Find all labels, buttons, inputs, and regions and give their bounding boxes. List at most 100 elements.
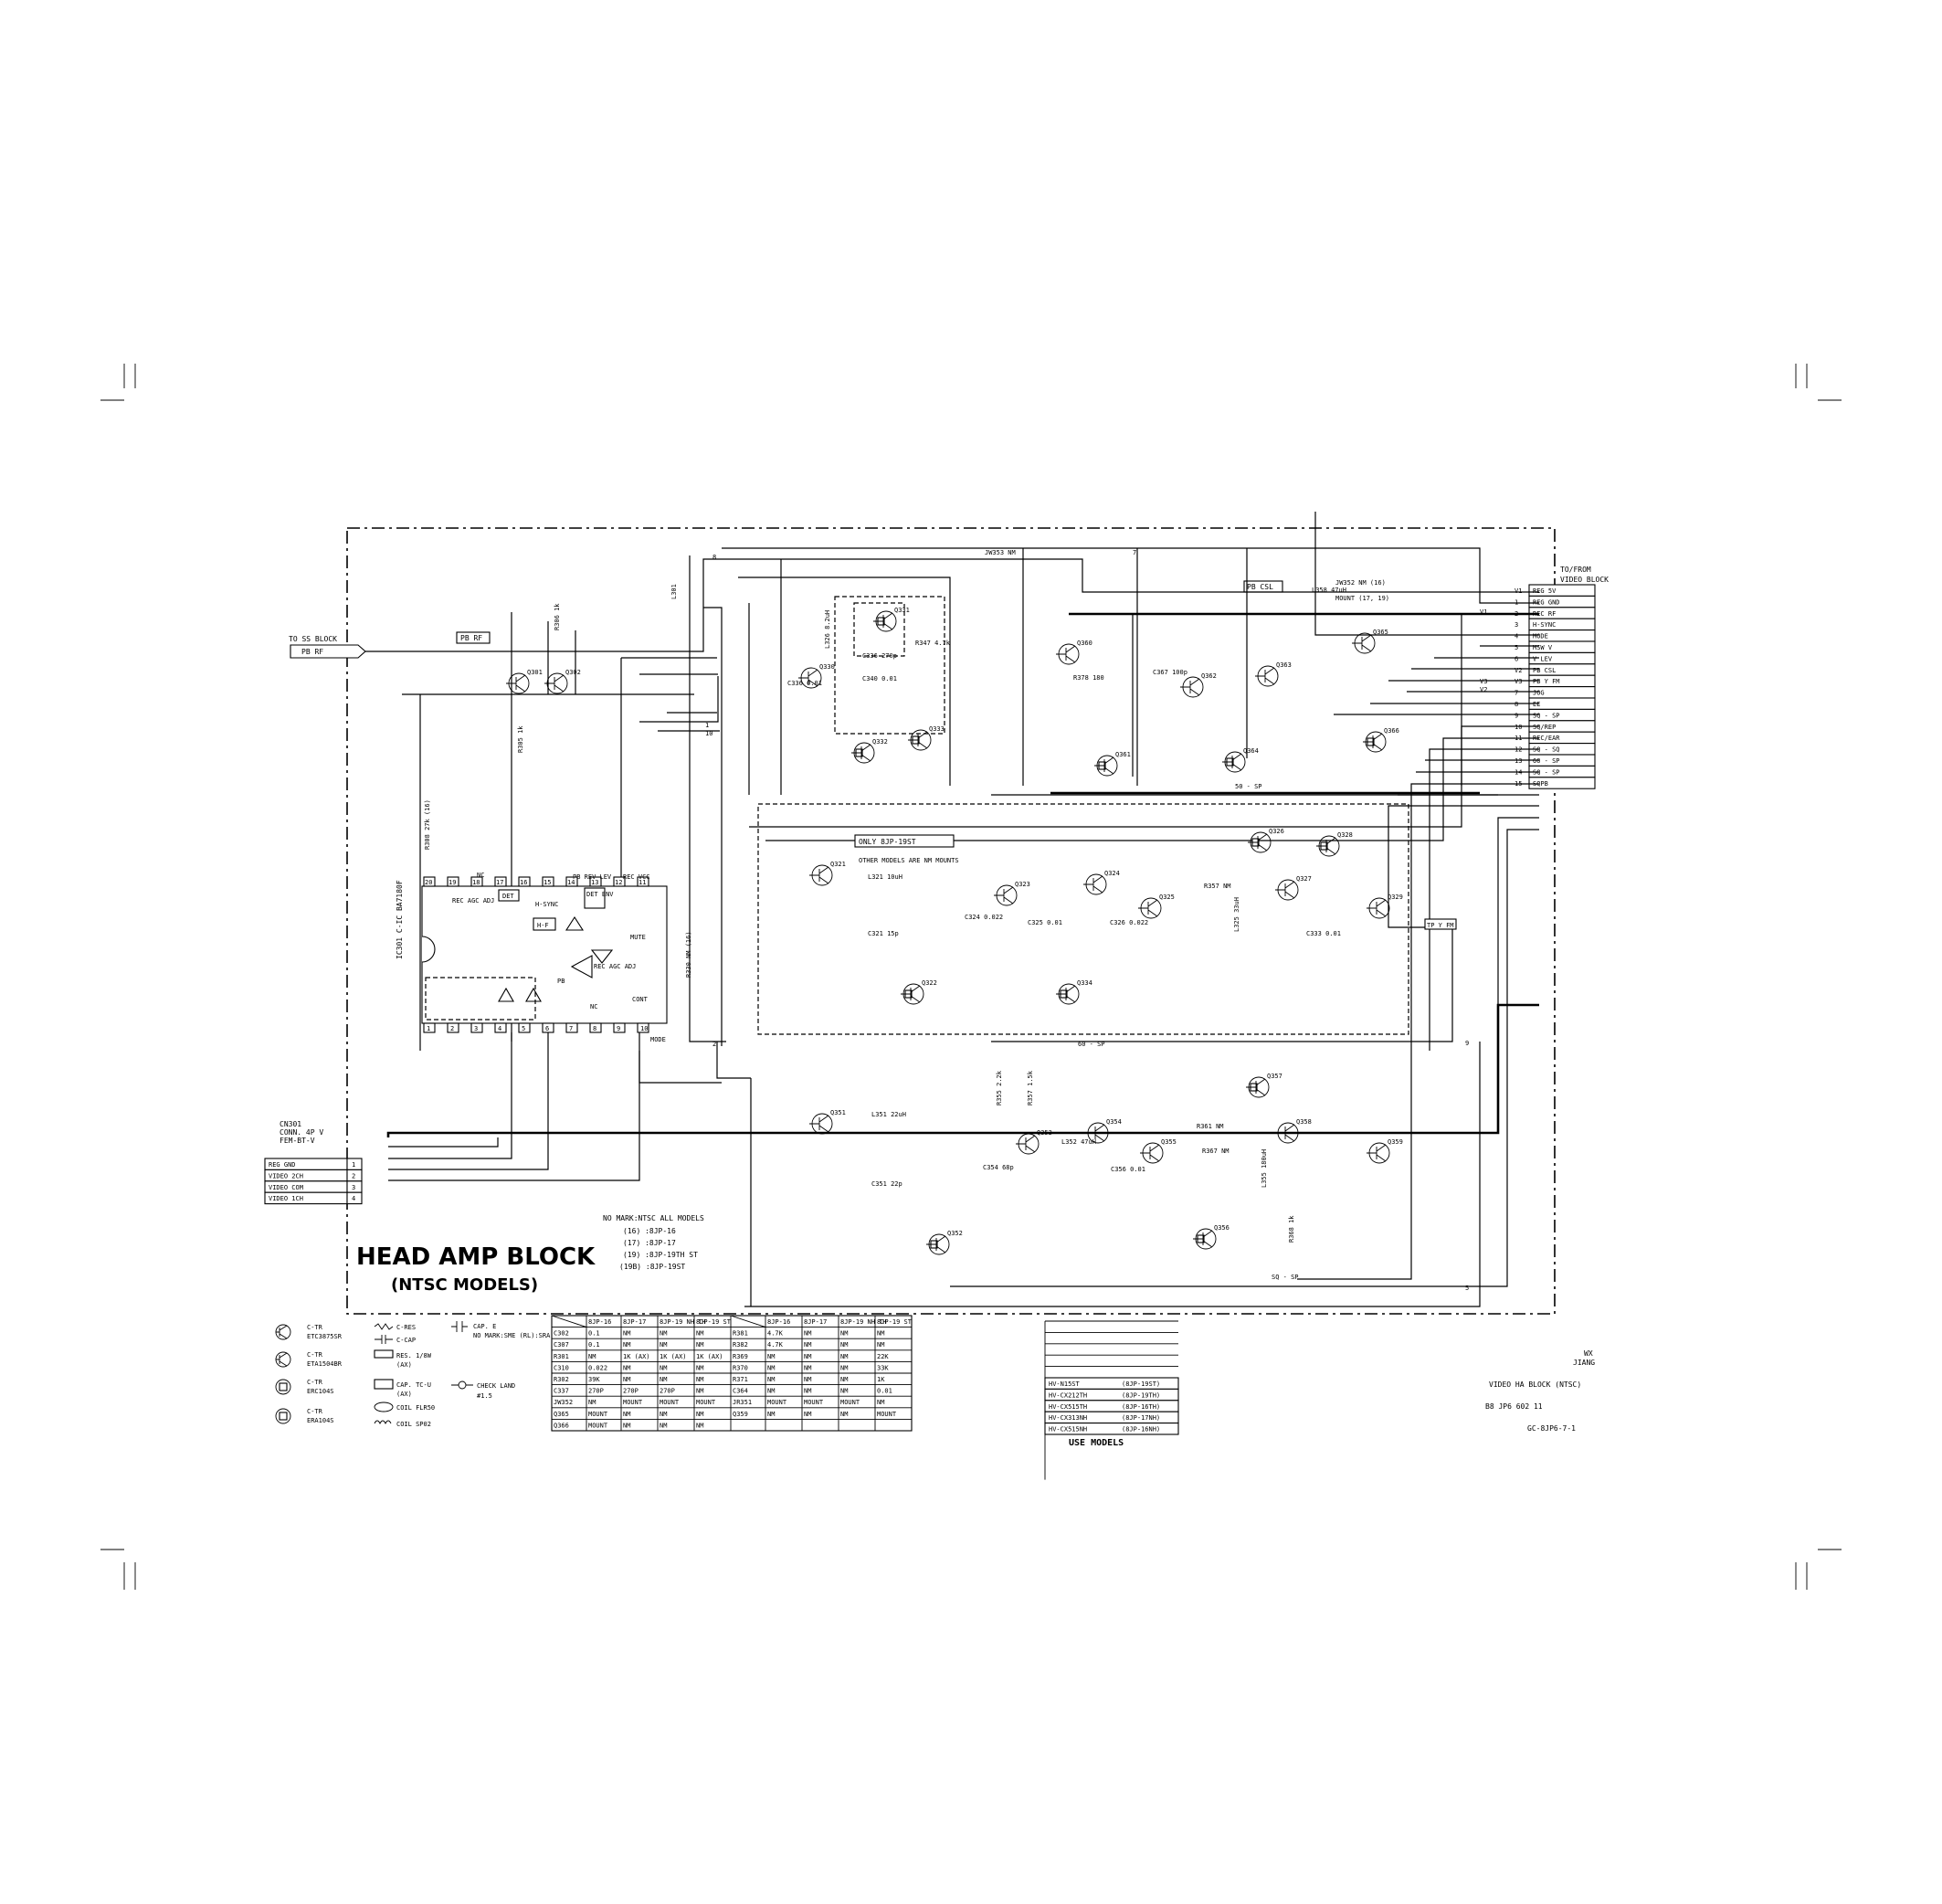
- variant-cell: 0.1: [588, 1330, 600, 1338]
- legend-5-sym: C-CAP: [396, 1337, 416, 1344]
- transistor-ref: Q333: [929, 725, 945, 733]
- ic-pin-top: [423, 876, 436, 887]
- variant-cell: 0.01: [877, 1388, 892, 1395]
- legend-1-part: ETA1504BR: [307, 1360, 343, 1368]
- variant-cell: NM: [804, 1364, 811, 1371]
- legend-6-part: (AX): [396, 1361, 412, 1369]
- l321-label: L321 10uH: [868, 873, 902, 881]
- ic-pin-bottom-num: 2: [450, 1025, 454, 1032]
- legend-10-sym: CAP. E: [473, 1323, 496, 1330]
- cn-row-pin: 4: [352, 1195, 355, 1202]
- c336b-label: C336 0.01: [787, 680, 822, 687]
- variant-cell: R371: [733, 1376, 748, 1383]
- wiring: [365, 512, 1539, 1307]
- mount-label: MOUNT (17, 19): [1335, 595, 1389, 602]
- variant-header: 8JP-19 ST: [696, 1318, 732, 1326]
- rc-pin-label: PB CSL: [1533, 667, 1556, 674]
- variant-cell: 1K: [877, 1376, 885, 1383]
- ic-label-9: MUTE: [630, 934, 646, 941]
- r355-label: R355 2.2k: [996, 1070, 1003, 1105]
- ic-label-7: DET: [502, 893, 514, 900]
- variant-cell: MOUNT: [623, 1399, 643, 1406]
- ic-label-6: REC VCC: [623, 873, 650, 881]
- l326-label: L326 8.2uH: [824, 610, 831, 649]
- variant-cell: R369: [733, 1353, 748, 1360]
- rc-pin-num: 10: [1515, 724, 1522, 731]
- cn-row-pin: 1: [352, 1161, 355, 1169]
- ic-pin-top-num: 15: [544, 879, 551, 886]
- rc-pin-label: REG GND: [1533, 598, 1560, 606]
- ic-label-13: NC: [590, 1003, 597, 1010]
- ic-pin-bottom: [423, 1022, 436, 1033]
- c324-label: C324 0.022: [965, 914, 1003, 921]
- cn301-part: FEM-BT-V: [280, 1137, 315, 1145]
- transistor-q302: Q302: [544, 669, 581, 694]
- net-60sp: 60 - SP: [1078, 1041, 1105, 1048]
- tb-drawing: VIDEO HA BLOCK (NTSC): [1489, 1380, 1581, 1389]
- rc-pin-num: V2: [1515, 667, 1522, 674]
- transistor-ref: Q357: [1267, 1073, 1282, 1080]
- ic-pin-bottom-num: 9: [617, 1025, 620, 1032]
- variant-cell: NM: [804, 1411, 811, 1418]
- variant-cell: 1K (AX): [696, 1353, 723, 1360]
- use-models-table: HV-N15ST(8JP-19ST)HV-CX212TH(8JP-19TH)HV…: [1044, 1320, 1179, 1480]
- variant-cell: NM: [623, 1411, 630, 1418]
- transistor-q357: Q357: [1246, 1073, 1282, 1098]
- r305-label: R305 1k: [517, 725, 524, 753]
- rc-pin-label: REG 5V: [1533, 587, 1557, 595]
- q331-dashed-region: [834, 596, 945, 735]
- transistor-q324: Q324: [1083, 870, 1120, 895]
- ic-label-10: REC AGC ADJ: [594, 963, 636, 970]
- variant-header: 8JP-16: [588, 1318, 611, 1326]
- ic-pin-top: [613, 876, 626, 887]
- ic-pin-top-num: 13: [591, 879, 598, 886]
- transistor-q301: Q301: [506, 669, 543, 694]
- ic-pin-top: [494, 876, 507, 887]
- ic-pin-top-num: 19: [449, 879, 456, 886]
- ic-pin-bottom: [565, 1022, 578, 1033]
- variant-cell: R370: [733, 1364, 748, 1371]
- variant-cell: NM: [660, 1341, 667, 1349]
- use-model-code: (8JP-19TH): [1122, 1391, 1160, 1399]
- transistor-ref: Q326: [1269, 828, 1284, 835]
- variant-cell: MOUNT: [767, 1399, 787, 1406]
- cn-row-pin: 3: [352, 1184, 355, 1191]
- ic-pin-top-num: 14: [567, 879, 575, 886]
- jw353-label: JW353 NM: [985, 549, 1016, 556]
- transistor-ref: Q324: [1104, 870, 1120, 877]
- c321-label: C321 15p: [868, 930, 899, 937]
- variant-cell: NM: [660, 1364, 667, 1371]
- ic-pin-top: [637, 876, 649, 887]
- ic-pin-bottom-num: 6: [545, 1025, 549, 1032]
- ic-label-3: H-SYNC: [535, 901, 558, 908]
- transistor-ref: Q358: [1296, 1118, 1312, 1126]
- cn-row-pin: 2: [352, 1172, 355, 1179]
- variant-cell: 0.022: [588, 1364, 607, 1371]
- ic-pin-top: [542, 876, 554, 887]
- transistor-q327: Q327: [1275, 875, 1312, 901]
- r347-label: R347 4.7k: [915, 640, 951, 647]
- variant-cell: NM: [877, 1399, 884, 1406]
- transistor-ref: Q322: [922, 979, 937, 987]
- variant-cell: NM: [696, 1341, 703, 1349]
- variant-cell: 33K: [877, 1364, 889, 1371]
- c333-label: C333 0.01: [1306, 930, 1341, 937]
- c326-label: C326 0.022: [1110, 919, 1148, 926]
- variant-cell: NM: [840, 1330, 848, 1338]
- rc-pin-num: 3: [1515, 621, 1518, 629]
- l352-label: L352 47uH: [1061, 1138, 1096, 1146]
- transistor-q334: Q334: [1056, 979, 1092, 1005]
- transistor-q351: Q351: [809, 1109, 846, 1135]
- ss-block-signal: PB RF: [301, 648, 323, 656]
- ic-pin-bottom: [589, 1022, 602, 1033]
- r308-label: R308 27k (16): [424, 799, 431, 850]
- ic-pin-top: [447, 876, 459, 887]
- transistor-q354: Q354: [1085, 1118, 1122, 1144]
- crop-marks: [100, 364, 1842, 1590]
- right-connector-header-1: TO/FROM: [1560, 566, 1591, 574]
- r361-label: R361 NM: [1197, 1123, 1224, 1130]
- ic-label-14: MODE: [650, 1036, 666, 1043]
- variant-cell: NM: [660, 1376, 667, 1383]
